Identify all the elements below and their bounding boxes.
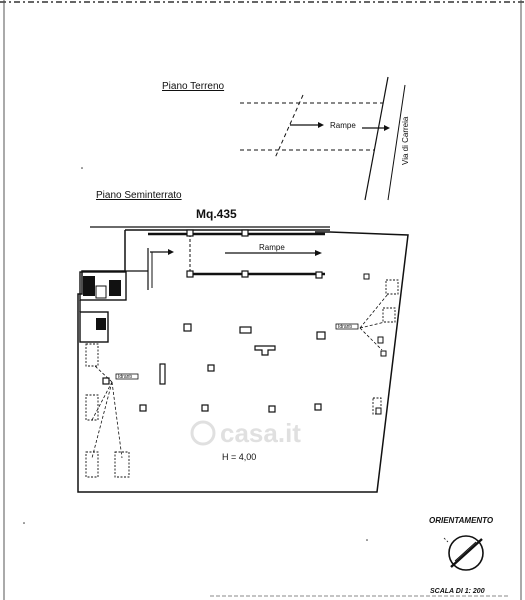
compass-needle <box>450 538 483 568</box>
hydrant-box <box>114 451 130 478</box>
column <box>268 405 276 413</box>
ground-ramp-arrowhead-right <box>384 125 390 131</box>
column <box>201 404 209 412</box>
column <box>139 404 147 412</box>
basement-ramp-label: Rampe <box>259 243 285 252</box>
compass-tick <box>443 537 449 543</box>
ramp-pillar <box>186 229 194 237</box>
ground-ramp-label: Rampe <box>330 121 356 130</box>
ramp-pillar <box>241 229 249 237</box>
column <box>375 407 382 415</box>
hydrant-pipe <box>359 293 389 329</box>
column <box>377 336 384 344</box>
stair-core <box>83 276 95 296</box>
ground-ramp-arrowhead-left <box>318 122 324 128</box>
services-room <box>79 271 127 301</box>
service-cubicle <box>95 285 107 299</box>
hydrant-box <box>382 307 396 323</box>
hydrant-pipe <box>359 321 386 329</box>
area-label: Mq.435 <box>196 207 237 221</box>
column <box>363 273 370 280</box>
orientation-title: ORIENTAMENTO <box>429 516 494 525</box>
hydrant-system-left <box>85 343 139 478</box>
column <box>207 364 215 372</box>
hydrant-pipe <box>91 381 113 421</box>
structural-columns <box>102 273 387 415</box>
column <box>316 331 326 340</box>
hydrant-pipe <box>359 327 383 351</box>
ground-floor-title: Piano Terreno <box>162 81 225 92</box>
hydrant-pipe <box>94 365 113 383</box>
hydrant-label-box <box>115 373 139 380</box>
ramp-pillar <box>315 271 323 279</box>
hydrant-system-right <box>335 279 399 415</box>
column <box>183 323 192 332</box>
street-line-inner <box>364 76 389 201</box>
watermark: casa.it <box>190 418 301 448</box>
street-label: Via di Carreia <box>401 116 410 165</box>
hydrant-box <box>372 397 382 415</box>
scale-label: SCALA DI 1: 200 <box>430 588 485 595</box>
scan-dot <box>81 167 83 169</box>
hydrant-label-right: Idranti <box>338 324 352 330</box>
ramp-arrowhead-long <box>315 250 322 256</box>
wall-stub <box>159 363 166 385</box>
basement-perimeter <box>77 230 409 493</box>
street-line-outer <box>387 84 406 201</box>
hydrant-pipe <box>91 381 113 459</box>
service-equipment <box>96 318 106 330</box>
ground-floor-sketch <box>240 76 406 201</box>
basement-outline <box>77 229 409 493</box>
hydrant-box <box>385 279 399 295</box>
scan-dot <box>366 539 368 541</box>
column <box>102 377 110 385</box>
ramp-pillar <box>241 270 249 278</box>
ramp-arrowhead-short <box>168 249 174 255</box>
compass-ring <box>448 535 484 571</box>
service-room-lower <box>79 311 109 343</box>
hydrant-box <box>85 394 99 421</box>
column <box>239 326 252 334</box>
hydrant-pipe <box>111 381 123 459</box>
basement-floor-title: Piano Seminterrato <box>96 190 182 201</box>
hydrant-label-left: Idranti <box>118 374 132 380</box>
services-block <box>79 271 127 343</box>
ground-ramp-start-line <box>274 94 304 159</box>
hydrant-box <box>85 451 99 478</box>
ramp-pillar <box>186 270 194 278</box>
column <box>314 403 322 411</box>
column <box>380 350 387 357</box>
hydrant-label-box <box>335 323 359 330</box>
service-core <box>109 280 121 296</box>
ceiling-height-label: H = 4,00 <box>222 452 256 462</box>
t-shaped-beam <box>254 345 276 356</box>
watermark-logo-icon <box>190 420 216 446</box>
watermark-text: casa.it <box>220 418 301 448</box>
compass-icon <box>443 535 484 571</box>
scan-dot <box>23 522 25 524</box>
hydrant-box <box>85 343 99 367</box>
compass-needle-inner <box>454 541 477 562</box>
basement-ramp <box>148 229 325 288</box>
